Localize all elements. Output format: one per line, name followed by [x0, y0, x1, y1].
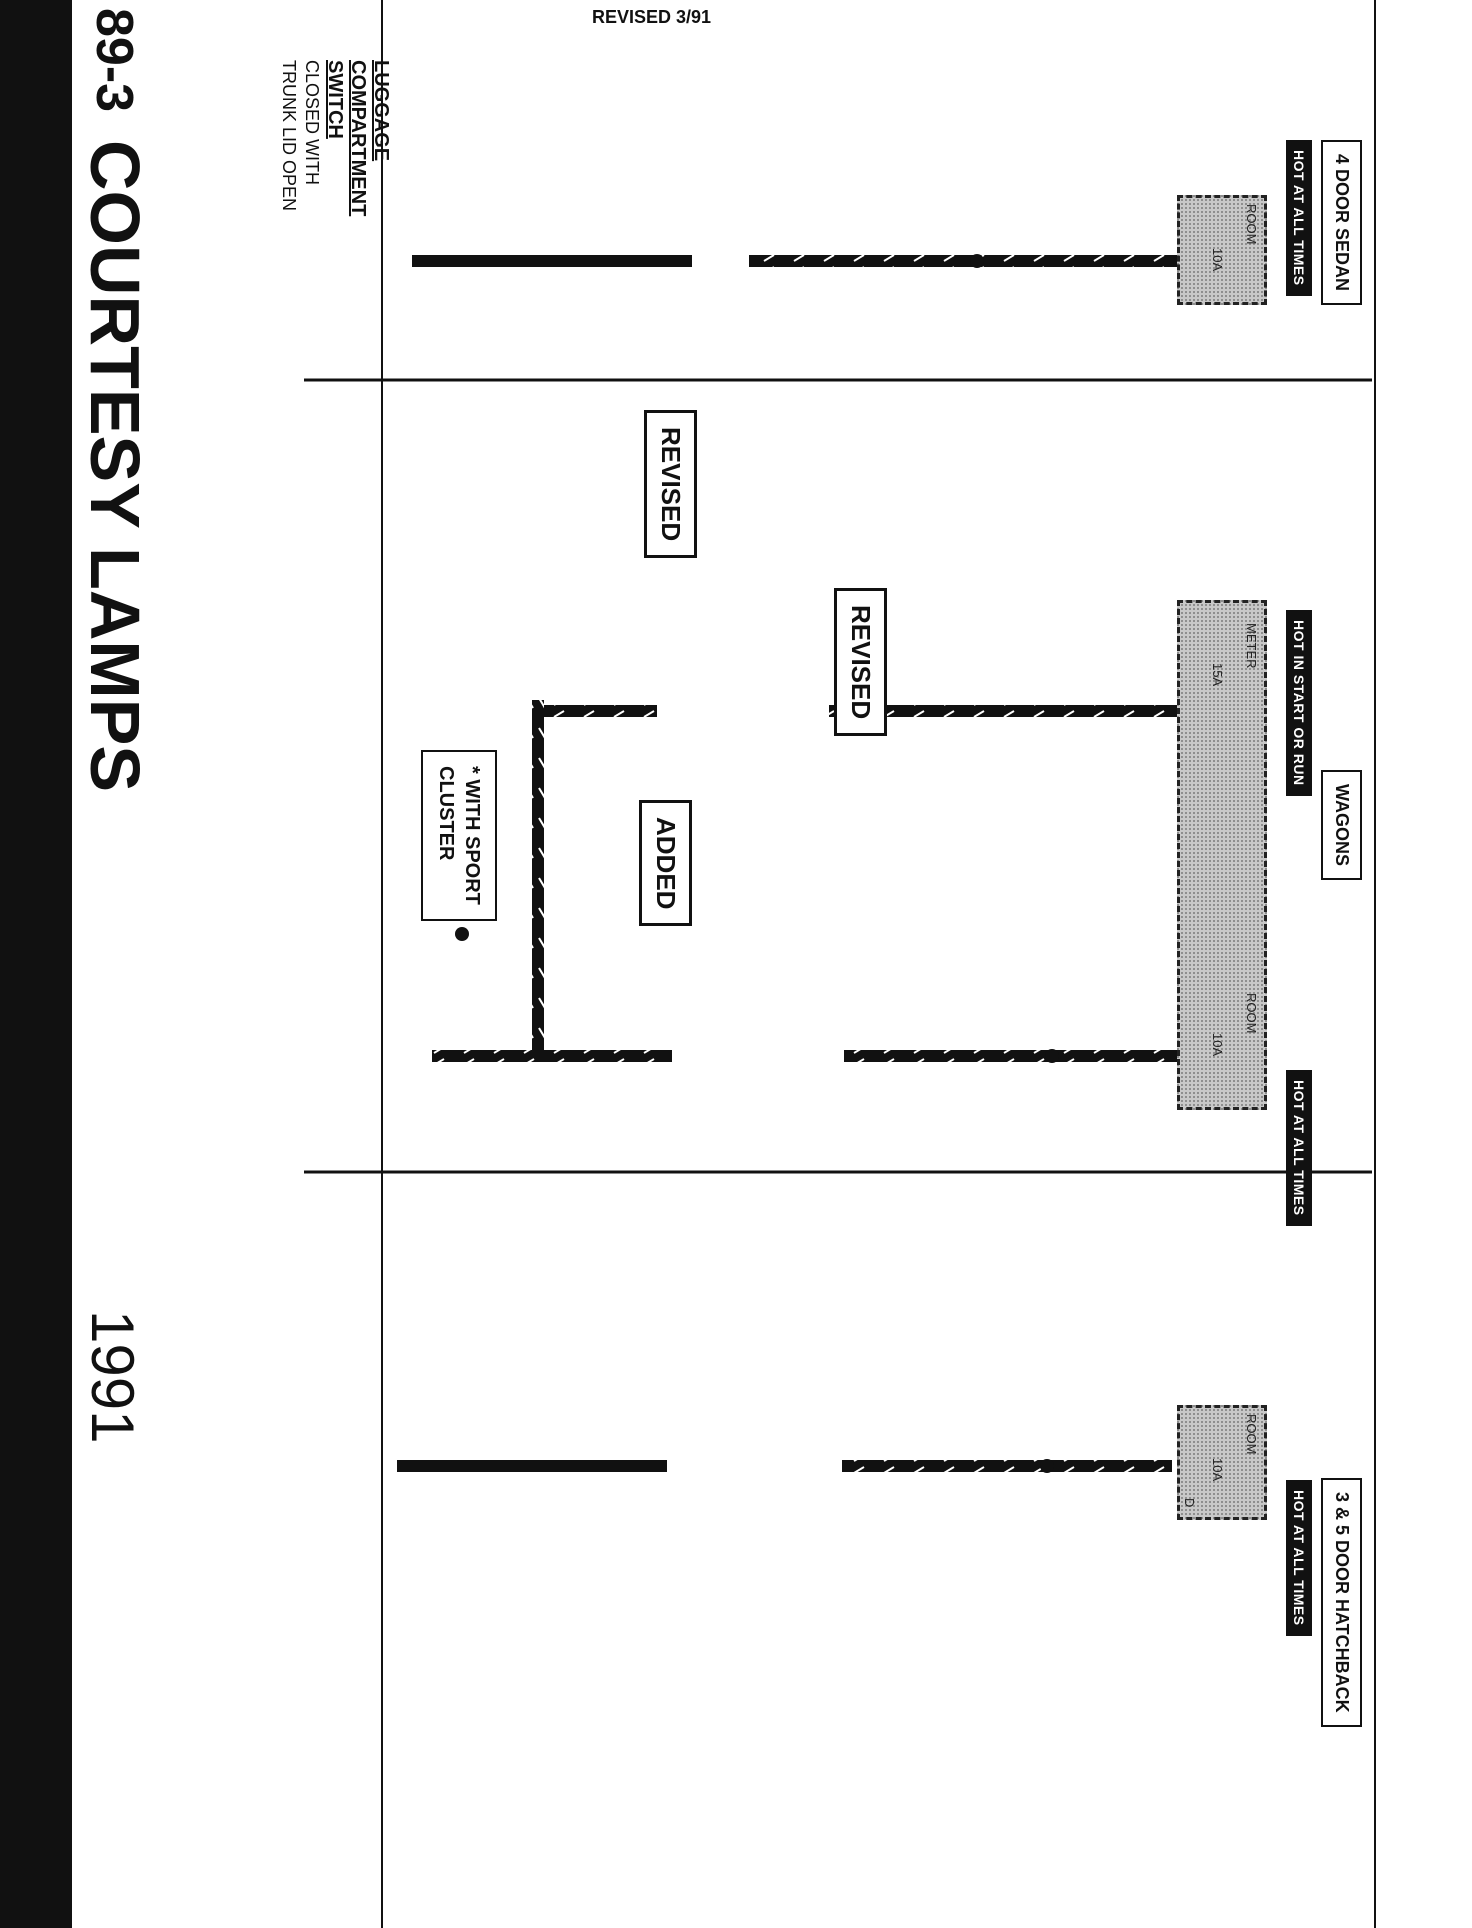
hatch-fuse-box: ROOM 10A D [1177, 1405, 1267, 1520]
hatch-fuse-rating: 10A [1210, 1458, 1225, 1482]
wagon-sport-note: * WITH SPORT CLUSTER [421, 750, 497, 921]
wagon-splice-s384 [1045, 1049, 1059, 1063]
hatch-fuse-pin: D [1182, 1498, 1197, 1508]
sedan-fuse-room: ROOM [1244, 204, 1259, 245]
sedan-section-label: 4 DOOR SEDAN [1321, 140, 1362, 306]
sedan-wire-330 [749, 255, 1179, 267]
sedan-switch-line2: COMPARTMENT [347, 60, 369, 217]
hatch-fuse-room: ROOM [1244, 1414, 1259, 1455]
sedan-fuse-rating: 10A [1210, 248, 1225, 272]
wagon-added-stamp: ADDED [639, 800, 692, 927]
wagon-revised-stamp-a: REVISED [834, 588, 887, 737]
wagon-wire-332-link [532, 700, 544, 1055]
wagon-wire-330 [844, 1050, 1179, 1062]
sedan-wire-332 [412, 255, 692, 267]
sedan-hot-tag: HOT AT ALL TIMES [1286, 140, 1312, 296]
sedan-switch-line3: SWITCH [324, 60, 346, 139]
wagon-fuse-box: ROOM METER 15A 10A [1177, 600, 1267, 1110]
wagon-fuse-meter: METER [1244, 623, 1259, 669]
wagon-fuse-10a: 10A [1210, 1033, 1225, 1057]
wagon-revised-stamp-b: REVISED [644, 410, 697, 559]
sedan-switch-note1: CLOSED WITH [302, 60, 322, 186]
sedan-splice-s384 [970, 254, 984, 268]
wagon-fuse-15a: 15A [1210, 663, 1225, 687]
sport-note-line1: * WITH SPORT [461, 766, 483, 905]
wagon-hot-all-tag: HOT AT ALL TIMES [1286, 1070, 1312, 1226]
wagon-wire-160 [829, 705, 1179, 717]
hatch-section-label: 3 & 5 DOOR HATCHBACK [1321, 1478, 1362, 1727]
wagon-splice-s902 [455, 927, 469, 941]
sport-note-line2: CLUSTER [435, 766, 457, 861]
hatch-splice-s384 [1040, 1459, 1054, 1473]
wagon-wire-332-bottom [432, 1050, 672, 1062]
sedan-switch-name: LUGGAGE COMPARTMENT SWITCH CLOSED WITH T… [277, 60, 392, 216]
sedan-switch-line1: LUGGAGE [370, 60, 392, 162]
wagon-hot-run-tag: HOT IN START OR RUN [1286, 610, 1312, 796]
sedan-switch-note2: TRUNK LID OPEN [279, 60, 299, 212]
wagon-fuse-room: ROOM [1244, 993, 1259, 1034]
wagon-section-label: WAGONS [1321, 770, 1362, 881]
hatch-wire-330 [842, 1460, 1172, 1472]
hatch-wire-332 [397, 1460, 667, 1472]
sedan-fuse-box: ROOM 10A [1177, 195, 1267, 305]
hatch-hot-tag: HOT AT ALL TIMES [1286, 1480, 1312, 1636]
wagon-wire-332-top [537, 705, 657, 717]
